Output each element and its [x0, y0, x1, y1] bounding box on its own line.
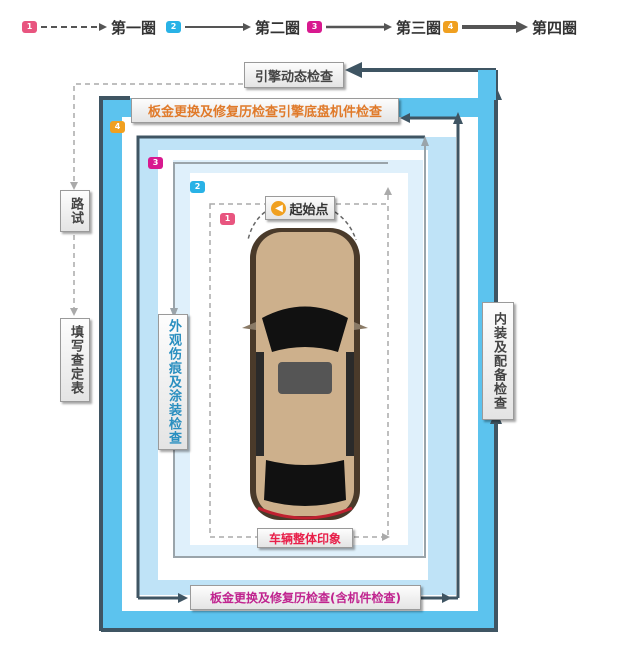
round-4-marker: 4: [110, 121, 125, 133]
exterior-check-text: 外观伤痕及涂装检查: [166, 319, 181, 445]
round-3-badge: 3: [307, 21, 322, 33]
car-top-view-image: [242, 228, 368, 520]
round-1-badge: 1: [22, 21, 37, 33]
round-4-badge: 4: [443, 21, 458, 33]
overall-impression-label: 车辆整体印象: [257, 528, 353, 548]
engine-dynamic-check-label: 引擎动态检查: [244, 62, 344, 88]
round-3-marker: 3: [148, 157, 163, 169]
sheet-metal-engine-check-label: 板金更换及修复历检查引擎底盘机件检查: [131, 98, 399, 123]
sheet-metal-mech-check-label: 板金更换及修复历检查(含机件检查): [190, 585, 421, 610]
arrow-icon: [185, 23, 251, 31]
arrow-icon: [326, 23, 392, 31]
start-point-label: ◀ 起始点: [265, 196, 335, 220]
fill-form-label: 填写查定表: [60, 318, 90, 402]
fill-form-text: 填写查定表: [68, 325, 83, 395]
start-text: 起始点: [289, 202, 329, 218]
road-test-label: 路试: [60, 190, 90, 232]
legend-label: 第二圈: [255, 18, 301, 37]
round-2-badge: 2: [166, 21, 181, 33]
thick-arrow-icon: [462, 21, 528, 33]
legend-label: 第三圈: [396, 18, 442, 37]
legend-round-3: 3 第三圈: [307, 17, 441, 37]
start-arrow-icon: ◀: [271, 200, 287, 216]
road-test-text: 路试: [68, 197, 83, 225]
legend-round-4: 4 第四圈: [443, 17, 577, 37]
legend-round-2: 2 第二圈: [166, 17, 300, 37]
legend-label: 第四圈: [532, 18, 578, 37]
round-2-marker: 2: [190, 181, 205, 193]
dashed-arrow-icon: [41, 23, 107, 31]
legend-label: 第一圈: [111, 18, 157, 37]
interior-check-text: 内装及配备检查: [491, 312, 506, 410]
legend-round-1: 1 第一圈: [22, 17, 156, 37]
round-1-marker: 1: [220, 213, 235, 225]
exterior-check-label: 外观伤痕及涂装检查: [158, 314, 188, 450]
interior-check-label: 内装及配备检查: [482, 302, 514, 420]
